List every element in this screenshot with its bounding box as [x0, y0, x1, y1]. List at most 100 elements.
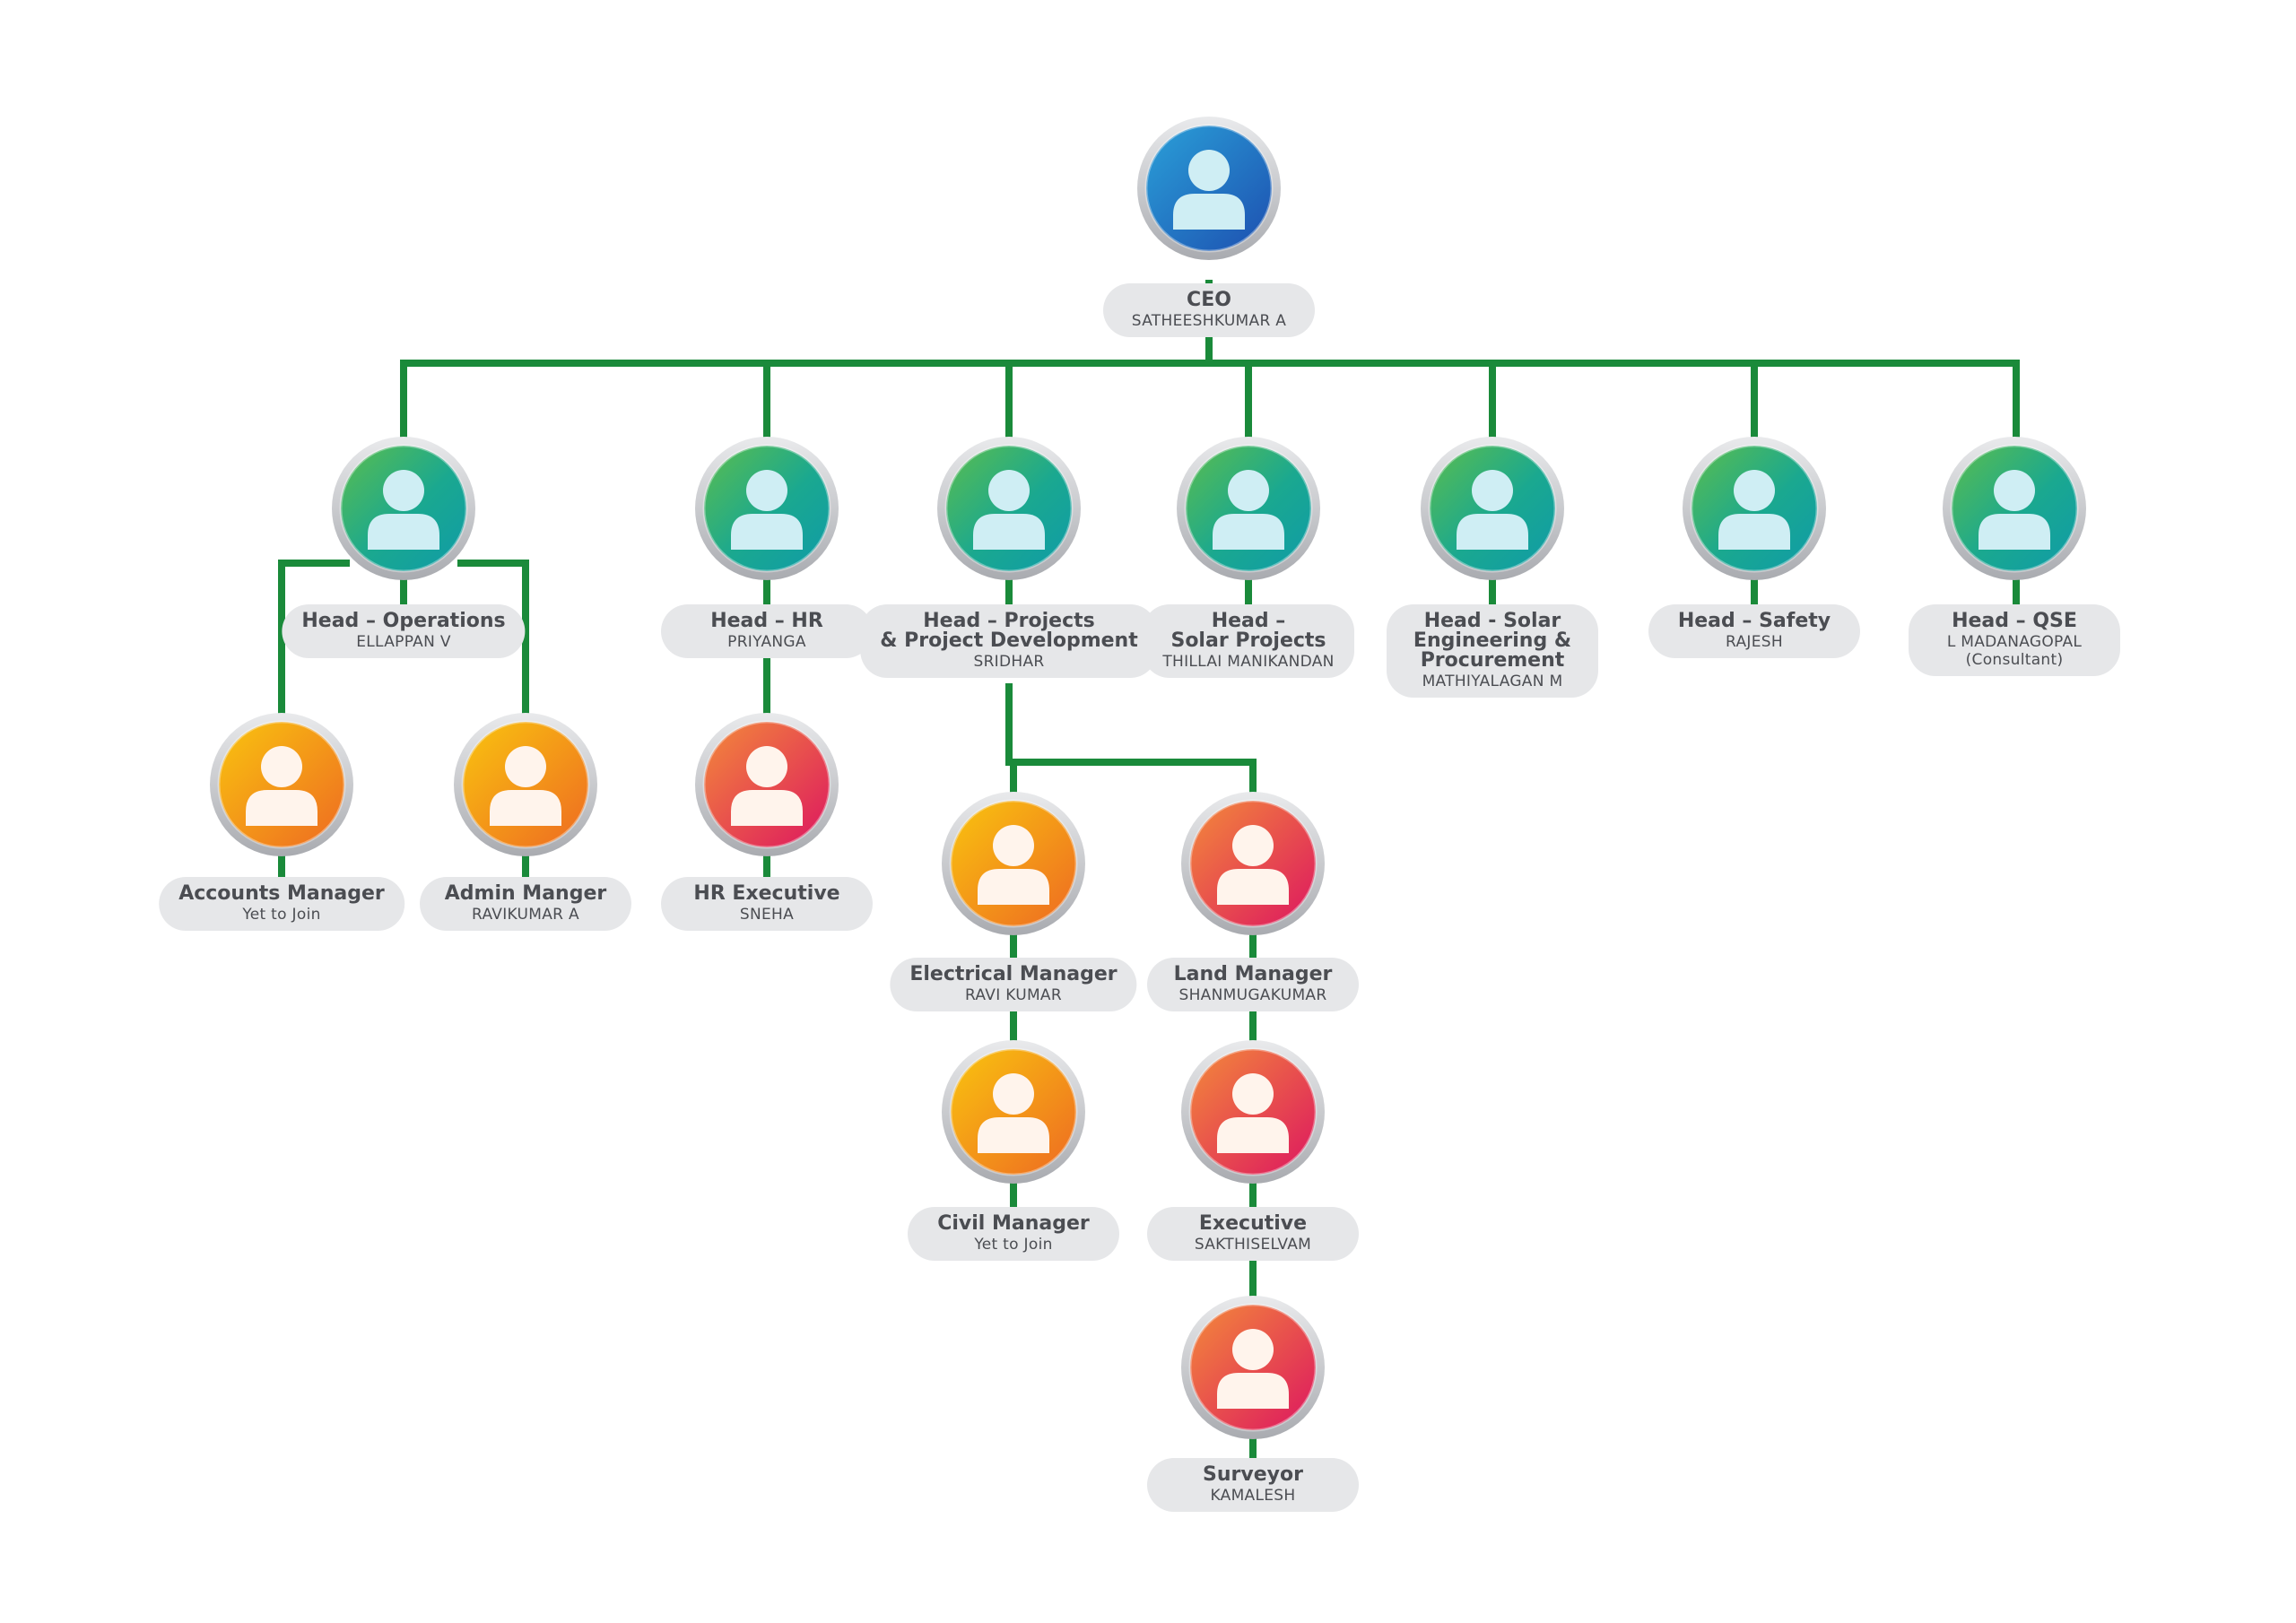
- avatar-executive: [1181, 1040, 1325, 1184]
- person-name: Yet to Join: [974, 1236, 1053, 1254]
- connector-lines: [278, 280, 2020, 1462]
- person-icon: [1718, 470, 1790, 550]
- role-title: Head – QSE: [1952, 610, 2077, 632]
- person-name: RAVIKUMAR A: [472, 906, 579, 924]
- role-title: Head - Solar Engineering & Procurement: [1413, 610, 1572, 672]
- person-name: ELLAPPAN V: [356, 633, 451, 651]
- person-icon: [978, 825, 1049, 905]
- person-icon: [1979, 470, 2050, 550]
- person-name: SHANMUGAKUMAR: [1178, 986, 1327, 1004]
- person-name: SNEHA: [739, 906, 795, 924]
- role-title: Head – Safety: [1677, 610, 1831, 632]
- person-icon: [1213, 470, 1284, 550]
- avatar-head-solar-projects: [1177, 437, 1320, 580]
- role-title: Electrical Manager: [909, 963, 1118, 985]
- person-icon: [1217, 1073, 1289, 1153]
- connector-line: [278, 560, 350, 717]
- avatars: [210, 117, 2086, 1439]
- avatar-land-manager: [1181, 792, 1325, 935]
- avatar-accounts-manager: [210, 713, 353, 856]
- person-icon: [731, 746, 803, 826]
- avatar-civil-manager: [942, 1040, 1085, 1184]
- person-icon: [1457, 470, 1528, 550]
- avatar-electrical-manager: [942, 792, 1085, 935]
- avatar-admin-manager: [454, 713, 597, 856]
- person-name: RAVI KUMAR: [965, 986, 1062, 1004]
- avatar-head-projects: [937, 437, 1081, 580]
- role-title: Land Manager: [1173, 963, 1333, 985]
- person-name: MATHIYALAGAN M: [1422, 673, 1563, 690]
- role-title: Executive: [1198, 1212, 1308, 1235]
- person-icon: [973, 470, 1045, 550]
- role-title: Head – Solar Projects: [1170, 610, 1326, 652]
- avatar-head-operations: [332, 437, 475, 580]
- person-icon: [978, 1073, 1049, 1153]
- avatar-hr-executive: [695, 713, 839, 856]
- person-name: Yet to Join: [242, 906, 321, 924]
- person-name: THILLAI MANIKANDAN: [1162, 653, 1335, 671]
- avatar-head-solar-engineering: [1421, 437, 1564, 580]
- role-title: HR Executive: [693, 882, 840, 905]
- role-title: Surveyor: [1203, 1463, 1303, 1486]
- role-title: Civil Manager: [937, 1212, 1090, 1235]
- person-icon: [731, 470, 803, 550]
- role-title: Admin Manger: [444, 882, 607, 905]
- person-name: KAMALESH: [1210, 1487, 1296, 1505]
- person-icon: [1217, 825, 1289, 905]
- connector-line: [1005, 683, 1257, 796]
- person-name: SATHEESHKUMAR A: [1131, 312, 1287, 330]
- avatar-head-safety: [1683, 437, 1826, 580]
- person-name: SRIDHAR: [973, 653, 1045, 671]
- person-name: RAJESH: [1726, 633, 1783, 651]
- avatar-head-qse: [1943, 437, 2086, 580]
- avatar-surveyor: [1181, 1296, 1325, 1439]
- avatar-ceo: [1137, 117, 1281, 260]
- person-icon: [1217, 1329, 1289, 1409]
- connector-line: [457, 560, 529, 717]
- role-title: Accounts Manager: [178, 882, 385, 905]
- person-name: PRIYANGA: [727, 633, 806, 651]
- role-title: Head – Projects & Project Development: [880, 610, 1138, 652]
- role-title: Head – Operations: [301, 610, 506, 632]
- person-icon: [490, 746, 561, 826]
- role-title: Head – HR: [710, 610, 823, 632]
- person-icon: [368, 470, 439, 550]
- person-name: L MADANAGOPAL (Consultant): [1946, 633, 2083, 669]
- person-icon: [246, 746, 317, 826]
- role-title: CEO: [1187, 289, 1231, 311]
- avatar-head-hr: [695, 437, 839, 580]
